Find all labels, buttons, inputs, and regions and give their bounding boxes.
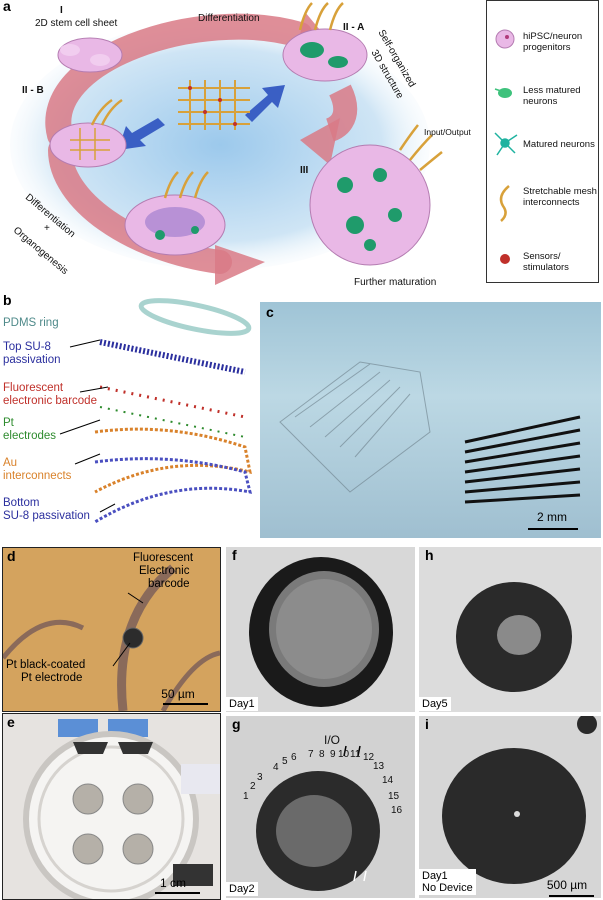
electrode-num-3: 3 [257, 772, 263, 783]
further-maturation-text: Further maturation [354, 277, 437, 288]
electrode-num-13: 13 [373, 761, 385, 772]
panel-f-day: Day1 [226, 697, 258, 711]
electrode-label-2: Pt electrode [21, 672, 83, 684]
panel-i-label: i [425, 716, 429, 732]
panel-d-scale: 50 µm [161, 687, 195, 701]
electrode-num-15: 15 [388, 791, 400, 802]
electrode-num-5: 5 [282, 756, 288, 767]
panel-h-day: Day5 [419, 697, 451, 711]
hipsc-cell-icon [495, 29, 515, 49]
electrode-num-16: 16 [391, 805, 403, 816]
legend-item-1: hiPSC/neuron progenitors [523, 31, 583, 53]
electrode-num-14: 14 [382, 775, 394, 786]
panel-e-photo: e 1 cm [2, 713, 221, 900]
electrode-num-6: 6 [291, 752, 297, 763]
layer-au-interconnects: Au interconnects [3, 457, 72, 482]
panel-a-label: a [3, 0, 11, 14]
panel-c-photo: c 2 mm [260, 302, 601, 538]
electrode-num-12: 12 [363, 752, 375, 763]
stage-I-text: 2D stem cell sheet [35, 18, 118, 29]
io-label: I/O [324, 733, 341, 747]
electrode-num-11: 11 [350, 749, 361, 760]
layer-top-su8: Top SU-8 passivation [3, 341, 61, 366]
stage-IIB-label: II - B [22, 85, 44, 96]
panel-f-label: f [232, 547, 237, 563]
layer-bottom-su8: Bottom SU-8 passivation [3, 497, 90, 522]
exploded-layers [59, 298, 253, 524]
layer-pt-electrodes: Pt electrodes [3, 417, 57, 442]
stage-I-numeral: I [60, 5, 63, 16]
diff-organo-2: + [44, 223, 50, 234]
legend-box: hiPSC/neuron progenitors Less matured ne… [486, 0, 599, 283]
legend-item-3: Matured neurons [523, 139, 595, 150]
legend-icons [494, 29, 518, 264]
panel-h-label: h [425, 547, 434, 563]
panel-i-no-device: No Device [422, 882, 473, 894]
panel-i-scalebar [549, 895, 594, 897]
panel-b: b PDMS ring Top SU-8 passivation Fluores… [0, 292, 255, 537]
panel-c-scale: 2 mm [537, 510, 567, 524]
barcode-label-1: Fluorescent [133, 552, 194, 564]
panel-g-micrograph: g I/O 1 2 3 4 5 6 7 8 9 10 11 12 13 14 1… [226, 716, 415, 898]
sensor-dot-icon [500, 254, 510, 264]
immature-neuron-icon [494, 88, 512, 98]
differentiation-top: Differentiation [198, 13, 260, 24]
panel-d-photo: d Fluorescent Electronic barcode Pt blac… [2, 547, 221, 712]
electrode-label-1: Pt black-coated [6, 659, 86, 671]
structure-IIA [282, 2, 368, 82]
input-output-label: Input/Output [424, 127, 471, 137]
panel-a-schematic [10, 2, 443, 285]
blue-arrow-left [118, 118, 165, 150]
electrode-num-10: 10 [338, 749, 350, 760]
legend-item-2: Less matured neurons [523, 85, 581, 107]
panel-f-micrograph: f Day1 [226, 547, 415, 712]
stage-IIA-label: II - A [343, 22, 365, 33]
panel-e-scalebar [155, 892, 200, 894]
layer-pdms-ring: PDMS ring [3, 317, 59, 329]
electrode-num-7: 7 [308, 749, 314, 760]
panel-b-label: b [3, 292, 12, 308]
electrode-num-4: 4 [273, 762, 279, 773]
panel-i-day-box: Day1 No Device [419, 869, 476, 895]
panel-i-day: Day1 [422, 870, 448, 882]
blue-arrow-up [245, 85, 285, 122]
legend-item-5: Sensors/ stimulators [523, 251, 569, 273]
layer-barcode: Fluorescent electronic barcode [3, 382, 97, 407]
barcode-label-2: Electronic [139, 565, 190, 577]
organoid-sphere-III [309, 124, 443, 266]
panel-i-scale: 500 µm [546, 878, 588, 892]
central-mesh [178, 80, 250, 130]
panel-e-scale: 1 cm [159, 876, 186, 890]
panel-e-label: e [7, 714, 15, 730]
legend-item-4: Stretchable mesh interconnects [523, 186, 597, 208]
barcode-label-3: barcode [148, 578, 190, 590]
stage-III-label: III [300, 165, 309, 176]
mature-neuron-icon [494, 132, 518, 156]
structure-IIB [49, 98, 127, 168]
panel-g-day: Day2 [226, 882, 258, 896]
electrode-num-1: 1 [243, 791, 249, 802]
panel-d-scalebar [163, 703, 208, 705]
mesh-interconnect-icon [499, 185, 510, 222]
panel-h-micrograph: h Day5 [419, 547, 601, 712]
panel-c-label: c [266, 304, 274, 320]
panel-g-label: g [232, 716, 241, 732]
panel-c-scalebar [528, 528, 578, 530]
electrode-num-8: 8 [319, 749, 325, 760]
electrode-num-2: 2 [250, 781, 256, 792]
panel-a: a I 2D stem cell sheet Differentiation I… [0, 0, 486, 290]
panel-i-micrograph: i Day1 No Device 500 µm [419, 716, 601, 898]
organoid-bowl [124, 171, 226, 256]
panel-d-label: d [7, 548, 16, 564]
electrode-num-9: 9 [330, 749, 336, 760]
cell-sheet-I [57, 37, 123, 73]
